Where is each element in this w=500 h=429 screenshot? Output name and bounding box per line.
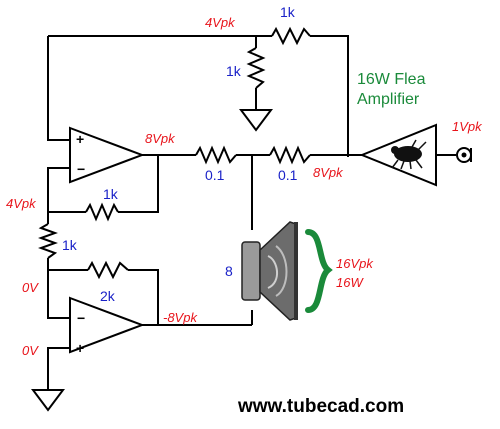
svg-text:+: + [76, 131, 84, 147]
label-p-speaker: 16W [336, 275, 364, 290]
amp-label-line1: 16W Flea [357, 71, 426, 88]
value-r-sense2: 0.1 [278, 167, 298, 183]
value-r-mid: 1k [62, 237, 78, 253]
speaker-icon [241, 221, 298, 321]
wires [47, 35, 456, 390]
value-r-sense1: 0.1 [205, 167, 225, 183]
label-v-amp-out: 8Vpk [313, 165, 344, 180]
ground-symbol-bottom [31, 389, 65, 412]
amp-label-line2: Amplifier [357, 91, 420, 108]
op-amp-upper: + − [69, 126, 145, 184]
label-v-op2-out: -8Vpk [163, 310, 198, 325]
label-v-speaker: 16Vpk [336, 256, 374, 271]
resistor-mid-1k [38, 223, 58, 259]
resistor-2k [87, 260, 129, 280]
label-v-mid-left: 4Vpk [6, 196, 37, 211]
flea-icon [391, 139, 427, 170]
resistor-sense-2 [269, 145, 311, 165]
value-r-fb1: 1k [103, 186, 119, 202]
svg-text:−: − [77, 161, 85, 177]
resistor-sense-1 [195, 145, 237, 165]
label-v-op1-out: 8Vpk [145, 131, 176, 146]
value-r-shunt: 1k [226, 63, 242, 79]
input-jack [456, 147, 472, 163]
resistor-top-1k [271, 26, 311, 46]
svg-text:−: − [77, 310, 85, 326]
site-url: www.tubecad.com [237, 396, 404, 417]
svg-text:+: + [76, 340, 84, 356]
label-v-zero-2: 0V [22, 343, 39, 358]
resistor-feedback-1k [85, 202, 119, 222]
speaker-bracket [305, 229, 333, 313]
op-amp-lower: − + [69, 296, 145, 356]
label-v-top: 4Vpk [205, 15, 236, 30]
value-r-fb2: 2k [100, 288, 116, 304]
value-r-top: 1k [280, 4, 296, 20]
label-v-in: 1Vpk [452, 119, 483, 134]
value-speaker-ohms: 8 [225, 263, 233, 279]
label-v-zero-1: 0V [22, 280, 39, 295]
resistor-shunt-1k [246, 47, 266, 89]
ground-symbol-top [239, 109, 273, 132]
